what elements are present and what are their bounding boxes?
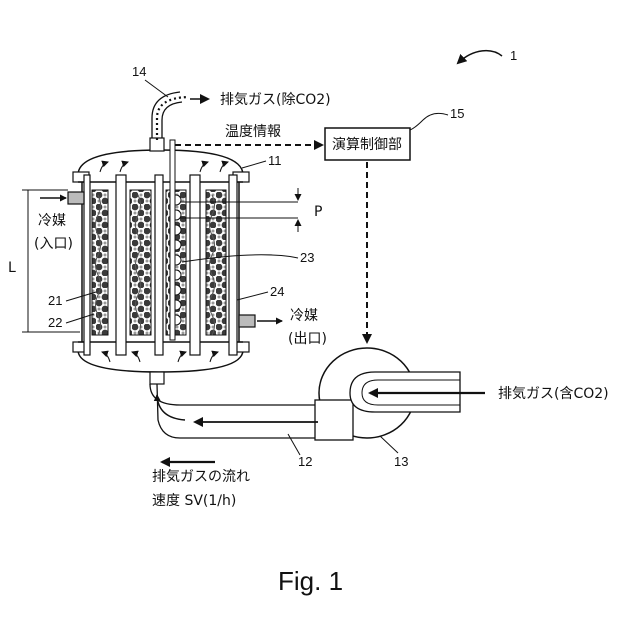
flow-speed-label-1: 排気ガスの流れ <box>152 469 250 485</box>
ref-13: 13 <box>394 454 408 469</box>
coolant-out-label-1: 冷媒 <box>290 308 318 324</box>
ref-12: 12 <box>298 454 312 469</box>
coolant-out-label-2: (出口) <box>288 331 327 347</box>
controller-label: 演算制御部 <box>332 137 402 153</box>
ref-24: 24 <box>270 284 284 299</box>
figure-caption: Fig. 1 <box>278 566 343 596</box>
inlet-pipe: 12 排気ガスの流れ 速度 SV(1/h) <box>150 384 318 509</box>
blower: 排気ガス(含CO2) 13 <box>315 348 609 469</box>
reactor-vessel <box>68 138 255 384</box>
dimension-L: L <box>8 190 80 332</box>
system-ref: 1 <box>458 48 517 63</box>
flow-speed-label-2: 速度 SV(1/h) <box>152 493 236 509</box>
pitch-label: P <box>314 204 322 220</box>
exhaust-out-label: 排気ガス(除CO2) <box>220 92 331 108</box>
dimension-P: P <box>180 188 322 232</box>
exhaust-in-label: 排気ガス(含CO2) <box>498 386 609 402</box>
coolant-in-label-1: 冷媒 <box>38 213 66 229</box>
ref-23: 23 <box>300 250 314 265</box>
ref-14: 14 <box>132 64 146 79</box>
ref-11: 11 <box>268 153 282 168</box>
length-label: L <box>8 260 16 276</box>
ref-22: 22 <box>48 315 62 330</box>
coolant-in-label-2: (入口) <box>34 236 73 252</box>
ref-15: 15 <box>450 106 464 121</box>
temp-info-label: 温度情報 <box>225 124 281 140</box>
ref-1: 1 <box>510 48 517 63</box>
ref-21: 21 <box>48 293 62 308</box>
